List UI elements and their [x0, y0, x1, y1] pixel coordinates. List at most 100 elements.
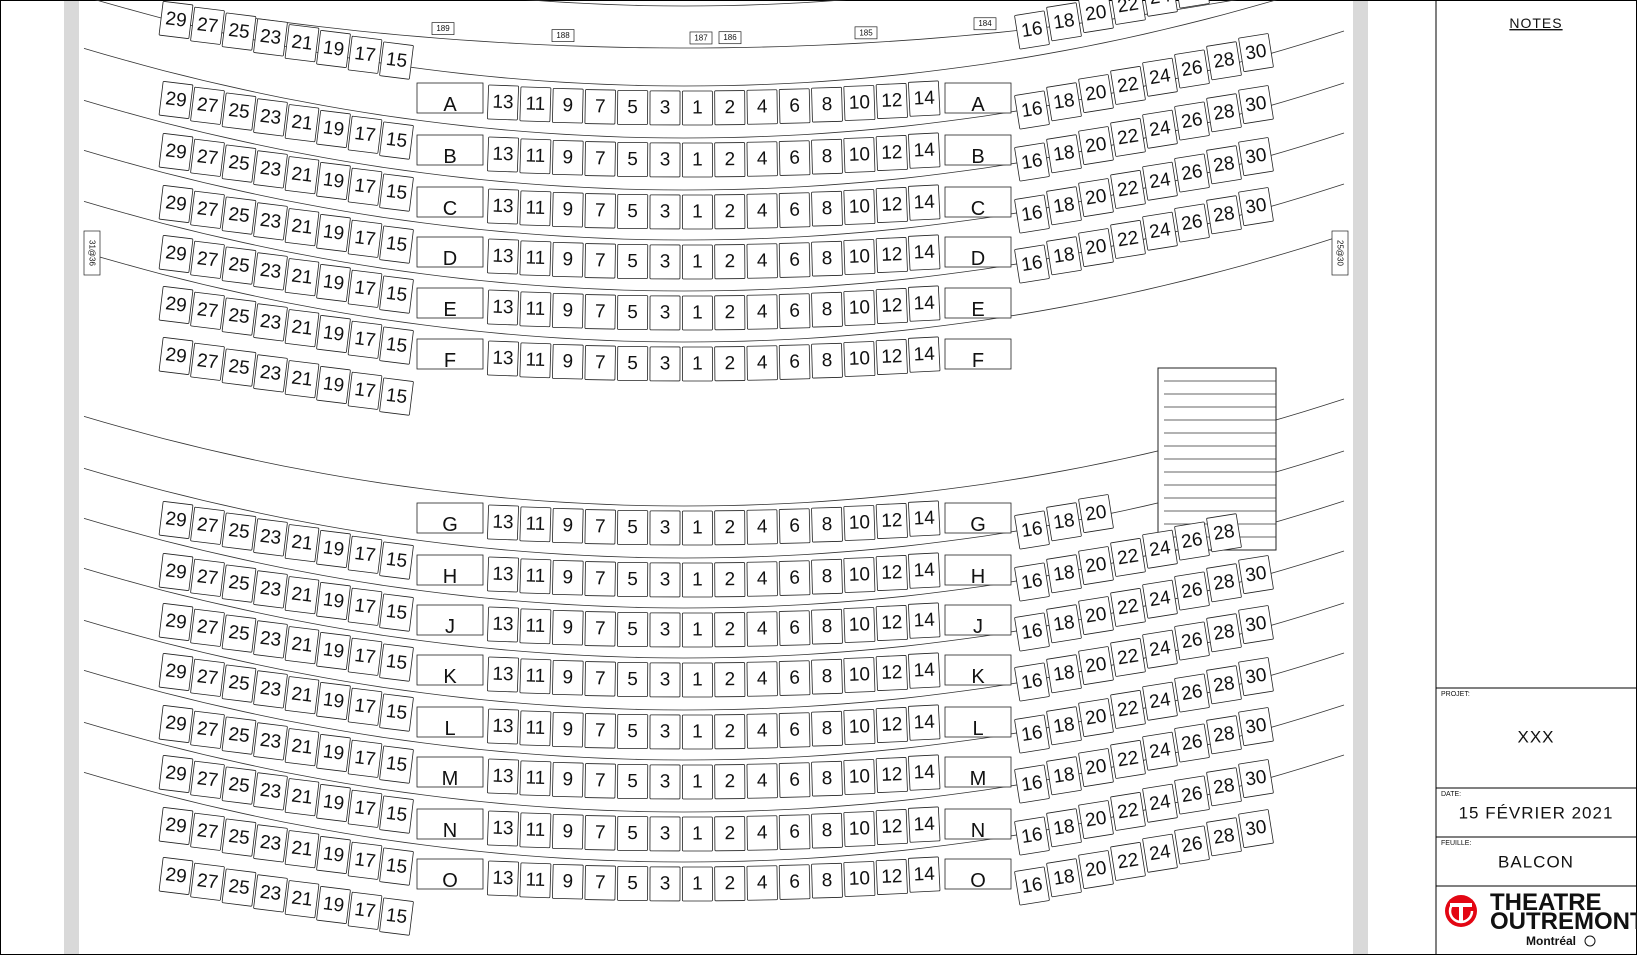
seat-center[interactable]: 10: [843, 861, 876, 897]
seat-right[interactable]: 18: [1046, 134, 1082, 174]
seat-center[interactable]: 4: [746, 89, 778, 125]
seat-center[interactable]: 1: [681, 142, 713, 178]
seat-right[interactable]: 20: [1078, 0, 1114, 33]
seat-center[interactable]: 12: [875, 859, 908, 895]
seat-left[interactable]: 27: [190, 240, 225, 279]
seat-center[interactable]: 11: [519, 291, 552, 328]
seat-right[interactable]: 18: [1046, 604, 1082, 644]
seat-center[interactable]: 9: [552, 343, 584, 380]
seat-left[interactable]: 23: [253, 518, 288, 557]
seat-left[interactable]: 27: [190, 291, 225, 330]
seat-right[interactable]: 22: [1110, 220, 1146, 259]
seat-center[interactable]: 4: [746, 763, 778, 799]
seat-right[interactable]: 18: [1046, 654, 1082, 694]
seat-center[interactable]: 10: [843, 709, 876, 745]
seat-left[interactable]: 19: [316, 214, 351, 252]
seat-right[interactable]: 28: [1206, 93, 1242, 133]
seat-center[interactable]: 6: [778, 192, 811, 228]
seat-right[interactable]: 18: [1046, 756, 1082, 796]
seat-center[interactable]: 6: [778, 864, 811, 900]
seat-center[interactable]: 14: [908, 704, 941, 741]
seat-center[interactable]: 6: [778, 293, 811, 329]
seat-left[interactable]: 23: [253, 620, 288, 659]
seat-left[interactable]: 21: [284, 208, 320, 247]
seat-center[interactable]: 6: [778, 560, 811, 596]
seat-center[interactable]: 10: [843, 239, 876, 275]
seat-center[interactable]: 13: [487, 708, 519, 745]
seat-right[interactable]: 30: [1238, 187, 1274, 226]
seat-left[interactable]: 19: [316, 632, 351, 670]
seat-left[interactable]: 17: [347, 587, 383, 626]
seat-center[interactable]: 4: [746, 141, 778, 177]
seat-left[interactable]: 21: [284, 576, 320, 615]
seat-left[interactable]: 29: [158, 337, 194, 375]
seat-left[interactable]: 27: [190, 190, 225, 229]
seat-left[interactable]: 25: [221, 868, 257, 907]
seat-right[interactable]: 24: [1142, 579, 1178, 619]
seat-left[interactable]: 23: [253, 98, 288, 137]
seat-left[interactable]: 15: [379, 897, 414, 936]
seat-center[interactable]: 1: [681, 866, 713, 902]
seat-left[interactable]: 29: [158, 286, 194, 324]
seat-center[interactable]: 7: [584, 611, 616, 647]
seat-center[interactable]: 9: [552, 609, 584, 646]
seat-left[interactable]: 29: [158, 653, 194, 691]
seat-right[interactable]: 16: [1014, 662, 1050, 702]
seat-center[interactable]: 2: [714, 346, 746, 382]
seat-center[interactable]: 14: [908, 80, 941, 117]
seat-center[interactable]: 8: [811, 558, 843, 595]
seat-left[interactable]: 23: [253, 824, 288, 863]
seat-center[interactable]: 6: [778, 242, 811, 278]
seat-left[interactable]: 15: [379, 847, 414, 886]
seat-left[interactable]: 25: [221, 92, 257, 131]
seat-left[interactable]: 17: [347, 269, 383, 308]
seat-left[interactable]: 25: [221, 144, 257, 183]
seat-right[interactable]: 22: [1110, 792, 1146, 831]
seat-right[interactable]: 20: [1078, 850, 1114, 889]
seat-center[interactable]: 5: [617, 865, 649, 902]
seat-right[interactable]: 26: [1174, 101, 1210, 141]
seat-center[interactable]: 9: [552, 761, 584, 798]
seat-right[interactable]: 22: [1110, 66, 1146, 105]
seat-left[interactable]: 19: [316, 366, 351, 404]
seat-left[interactable]: 29: [158, 81, 194, 119]
seat-right[interactable]: 30: [1238, 605, 1274, 644]
seat-left[interactable]: 17: [347, 219, 383, 258]
seat-right[interactable]: 24: [1142, 629, 1178, 669]
seat-right[interactable]: 22: [1110, 170, 1146, 209]
seat-center[interactable]: 7: [584, 713, 616, 749]
seat-center[interactable]: 2: [714, 244, 746, 280]
seat-center[interactable]: 12: [875, 809, 908, 845]
seat-right[interactable]: 16: [1014, 562, 1050, 602]
seat-right[interactable]: 20: [1078, 494, 1114, 533]
seat-left[interactable]: 23: [253, 202, 288, 241]
seat-center[interactable]: 3: [649, 714, 681, 750]
seat-center[interactable]: 1: [681, 816, 713, 852]
seat-center[interactable]: 1: [681, 562, 713, 598]
seat-center[interactable]: 14: [908, 806, 941, 843]
seat-right[interactable]: 26: [1174, 203, 1210, 243]
seat-right[interactable]: 24: [1142, 161, 1178, 201]
seat-left[interactable]: 19: [316, 110, 351, 148]
seat-left[interactable]: 25: [221, 196, 257, 235]
seat-center[interactable]: 4: [746, 611, 778, 647]
seat-center[interactable]: 8: [811, 608, 843, 645]
seat-left[interactable]: 21: [284, 24, 320, 63]
seat-center[interactable]: 13: [487, 340, 519, 377]
seat-center[interactable]: 2: [714, 194, 746, 230]
seat-center[interactable]: 13: [487, 238, 519, 275]
seat-center[interactable]: 1: [681, 510, 713, 546]
seat-right[interactable]: 18: [1046, 706, 1082, 746]
seat-left[interactable]: 27: [190, 862, 225, 901]
seat-right[interactable]: 20: [1078, 178, 1114, 217]
seat-right[interactable]: 16: [1014, 612, 1050, 652]
seat-right[interactable]: 16: [1014, 764, 1050, 804]
seat-center[interactable]: 14: [908, 132, 941, 169]
seat-left[interactable]: 19: [316, 886, 351, 924]
seat-center[interactable]: 7: [584, 243, 616, 279]
seat-center[interactable]: 4: [746, 345, 778, 381]
seat-center[interactable]: 6: [778, 712, 811, 748]
seat-center[interactable]: 1: [681, 346, 713, 382]
seat-center[interactable]: 14: [908, 652, 941, 689]
seat-center[interactable]: 10: [843, 505, 876, 541]
